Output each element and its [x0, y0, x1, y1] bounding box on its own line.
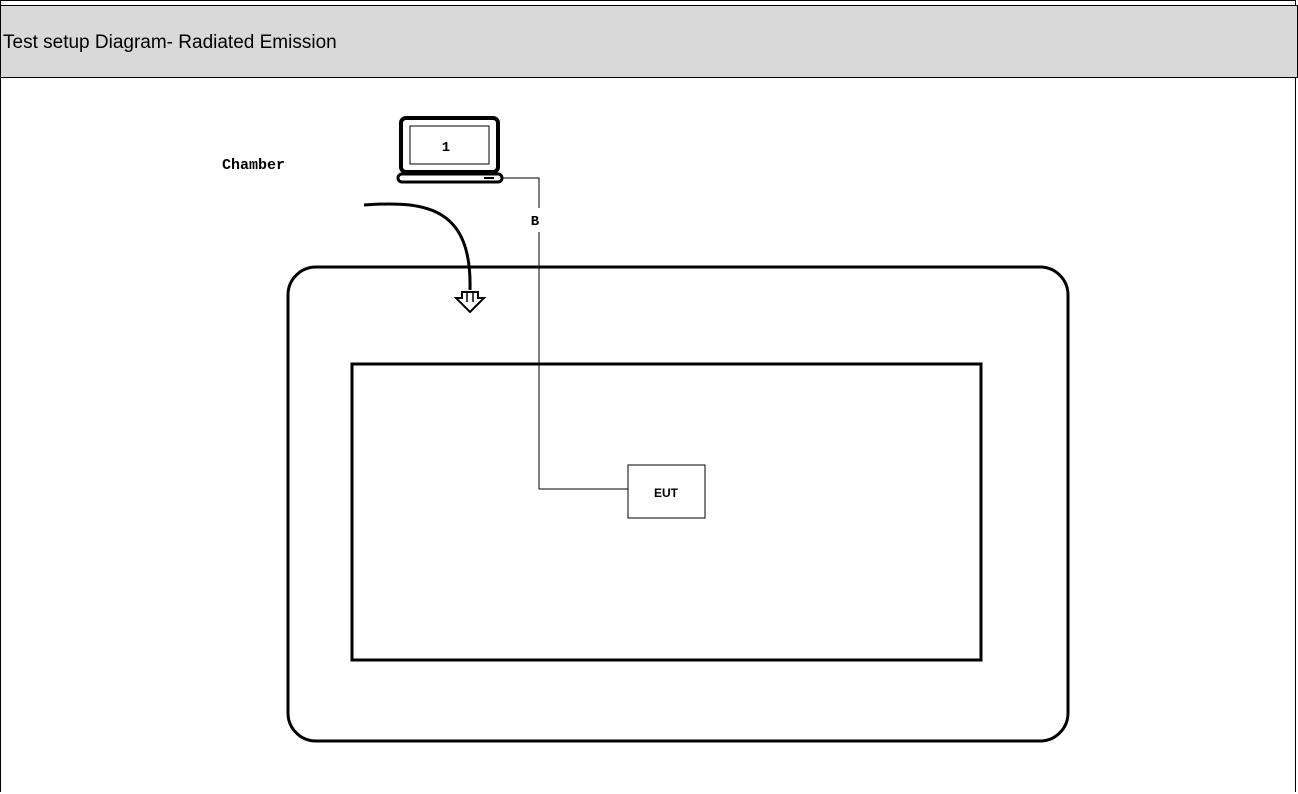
- arrow-head-icon: [453, 291, 487, 314]
- cable-b-upper: [502, 177, 540, 208]
- cable-label: B: [531, 214, 540, 230]
- chamber-outline: [286, 265, 1070, 743]
- page-title: Test setup Diagram- Radiated Emission: [3, 32, 337, 53]
- laptop-icon: [396, 116, 504, 184]
- test-table: [350, 362, 983, 662]
- eut-box: [627, 464, 706, 519]
- chamber-arrow: [363, 202, 472, 291]
- laptop-label: 1: [442, 140, 450, 156]
- cable-b-lower: [538, 232, 628, 490]
- section-header: Test setup Diagram- Radiated Emission: [0, 5, 1298, 78]
- chamber-label: Chamber: [222, 157, 285, 174]
- eut-label: EUT: [654, 486, 679, 500]
